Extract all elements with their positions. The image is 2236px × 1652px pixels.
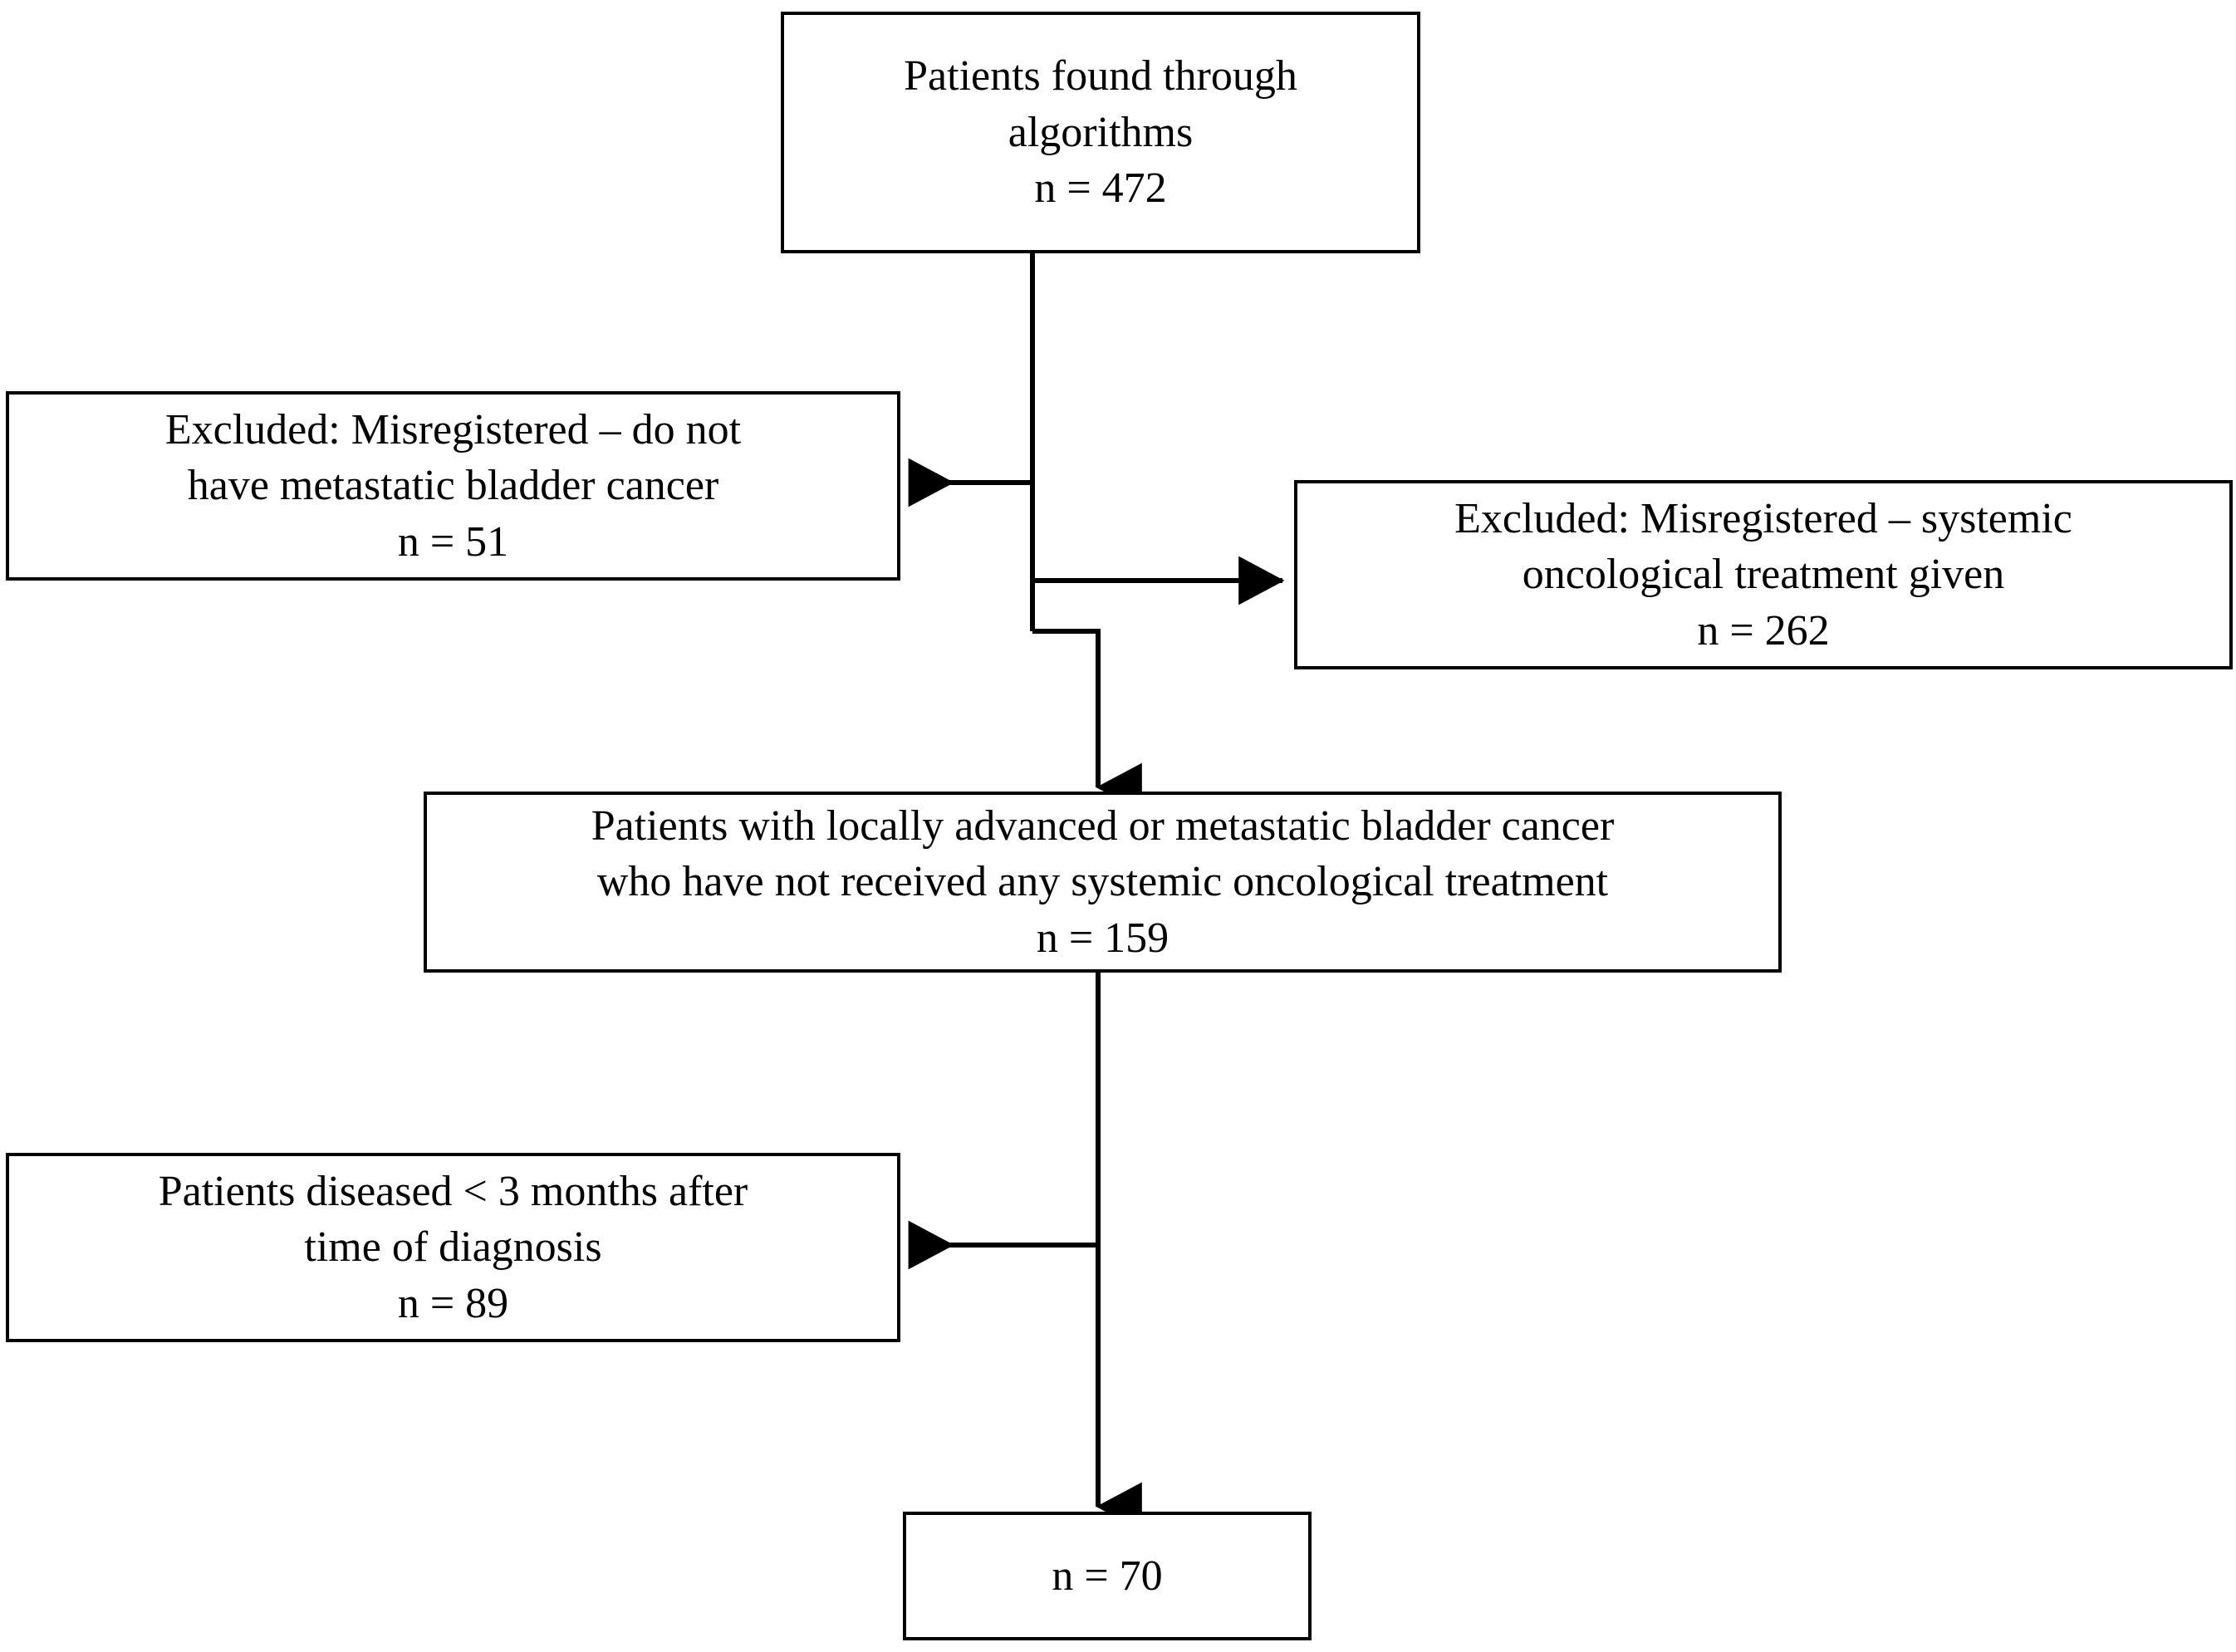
node-eligible-untreated-patients: Patients with locally advanced or metast…	[424, 792, 1782, 973]
node-excluded-not-metastatic-text: Excluded: Misregistered – do not have me…	[164, 405, 742, 566]
node-excluded-treatment-given: Excluded: Misregistered – systemic oncol…	[1294, 480, 2233, 669]
node-final-cohort: n = 70	[903, 1512, 1312, 1640]
node-excluded-not-metastatic: Excluded: Misregistered – do not have me…	[6, 391, 900, 581]
node-excluded-early-death-text: Patients diseased < 3 months after time …	[158, 1167, 748, 1327]
node-excluded-early-death: Patients diseased < 3 months after time …	[6, 1153, 900, 1342]
node-excluded-treatment-given-text: Excluded: Misregistered – systemic oncol…	[1454, 494, 2072, 654]
edge-source-to-eligible	[1030, 253, 1142, 812]
node-eligible-untreated-text: Patients with locally advanced or metast…	[591, 801, 1615, 962]
node-source-text: Patients found through algorithms n = 47…	[904, 52, 1297, 213]
node-final-cohort-text: n = 70	[1052, 1552, 1163, 1600]
node-patients-found-through-algorithms: Patients found through algorithms n = 47…	[781, 12, 1420, 253]
